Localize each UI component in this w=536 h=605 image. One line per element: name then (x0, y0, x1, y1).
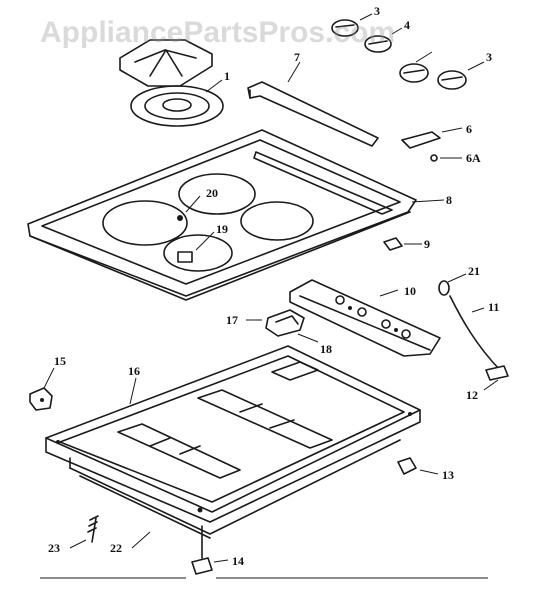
control-knob-part (399, 51, 433, 83)
bracket-part (397, 457, 439, 475)
callout-label-6: 6 (466, 122, 472, 136)
callout-label-23: 23 (48, 541, 60, 555)
switch-bracket-part (401, 127, 463, 162)
callout-label-11: 11 (488, 300, 499, 314)
callout-label-18: 18 (320, 342, 332, 356)
callout-label-7: 7 (294, 50, 300, 64)
cooktop-main-top-part (27, 129, 445, 301)
callout-label-4: 4 (404, 18, 410, 32)
burner-box-part (45, 345, 421, 539)
callout-label-21: 21 (468, 264, 480, 278)
callout-label-17: 17 (226, 313, 238, 327)
callout-label-15: 15 (54, 354, 66, 368)
leveling-foot-part (191, 525, 229, 575)
callout-label-19: 19 (216, 222, 228, 236)
bracket-part (29, 367, 55, 411)
callout-label-6a: 6A (466, 151, 481, 165)
control-knob-part (331, 13, 373, 37)
callout-label-8: 8 (446, 193, 452, 207)
switch-mounting-plate-part (289, 279, 441, 357)
callout-label-3: 3 (486, 50, 492, 64)
callout-label-12: 12 (466, 388, 478, 402)
drip-bowl-part (130, 79, 224, 127)
callout-label-10: 10 (404, 284, 416, 298)
trim-strip-part (247, 61, 379, 147)
callout-label-9: 9 (424, 237, 430, 251)
watermark-text: AppliancePartsPros.com (40, 16, 396, 49)
control-knob-part (364, 27, 403, 53)
indicator-lamp-part (438, 273, 467, 296)
infinite-switch-part (246, 309, 319, 343)
callout-label-3: 3 (374, 4, 380, 18)
callout-label-22: 22 (110, 541, 122, 555)
callout-label-16: 16 (128, 364, 140, 378)
wire-rod-part (449, 295, 509, 381)
callout-label-1: 1 (224, 69, 230, 83)
burner-grate-part (119, 39, 213, 87)
control-knob-part (437, 61, 485, 90)
callout-label-20: 20 (206, 186, 218, 200)
callout-label-14: 14 (232, 554, 244, 568)
clip-part (383, 237, 422, 251)
screw-part (69, 515, 99, 549)
callout-label-13: 13 (442, 468, 454, 482)
